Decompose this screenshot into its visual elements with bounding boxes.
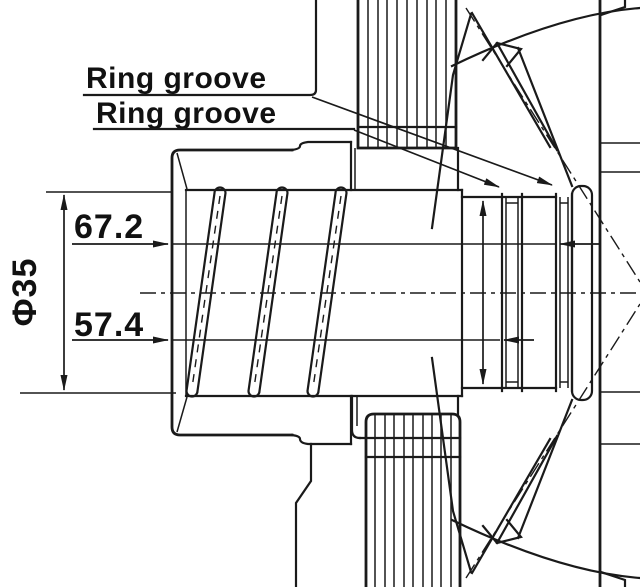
ring-groove-near [500, 192, 524, 393]
hub-cylinder [176, 152, 464, 433]
bevel-gear-top [430, 6, 640, 230]
dimension-67-2: 67.2 [72, 208, 601, 248]
leader-arrow-far-groove [311, 96, 553, 186]
helical-groove-slots [185, 186, 348, 398]
hub-flange-outline [170, 140, 353, 446]
dimension-phi-35-value: Φ35 [6, 258, 44, 327]
case-wall [294, 0, 640, 587]
spline-shaft-top [354, 0, 460, 192]
leader-arrow-near-groove [353, 129, 500, 188]
ring-groove-label-bottom: Ring groove [96, 97, 277, 130]
ring-groove-label-top: Ring groove [86, 62, 267, 95]
dimension-57-4-value: 57.4 [74, 306, 144, 344]
shaft-neck [460, 195, 558, 390]
spline-shaft-bottom [350, 394, 462, 587]
dimension-phi-35: Φ35 [6, 191, 176, 394]
dimension-67-2-value: 67.2 [74, 208, 144, 246]
dimension-57-4: 57.4 [72, 306, 534, 344]
leader-from-top [82, 0, 318, 97]
ring-groove-callouts: Ring groove Ring groove [82, 0, 553, 188]
bevel-gear-bottom [430, 356, 640, 580]
thrust-washer [570, 184, 594, 402]
